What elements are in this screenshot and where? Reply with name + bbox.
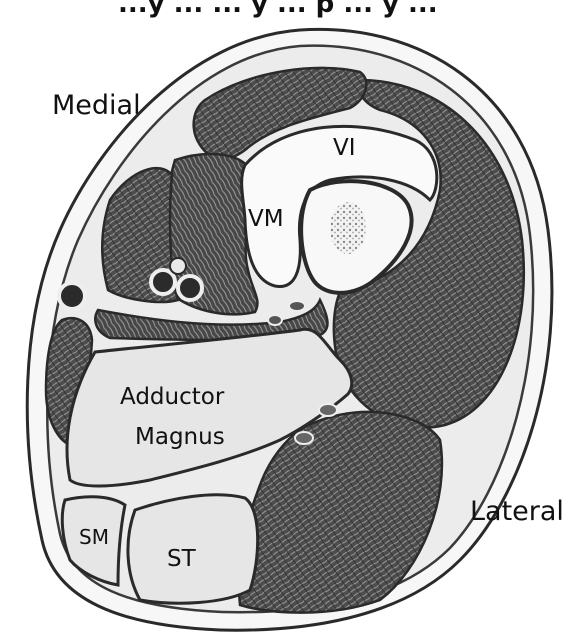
nerve-small-2 <box>289 301 305 311</box>
femur-marrow <box>330 202 366 254</box>
label-vm: VM <box>248 206 284 232</box>
label-vi: VI <box>333 135 356 161</box>
label-medial: Medial <box>52 90 141 121</box>
label-magnus: Magnus <box>135 424 225 450</box>
vessel-center-left <box>151 270 175 294</box>
nerve-small-3 <box>319 404 337 416</box>
vessel-center-right <box>178 276 202 300</box>
label-lateral: Lateral <box>470 496 564 527</box>
nerve-small-1 <box>268 315 282 325</box>
header-fragment: ...y ... ... y ... p ... y ... <box>118 0 438 19</box>
label-st: ST <box>167 546 197 572</box>
label-sm: SM <box>79 525 109 549</box>
vessel-center-top <box>170 258 186 274</box>
label-adductor: Adductor <box>120 384 225 410</box>
vessel-left <box>59 283 85 309</box>
nerve-small-4 <box>295 432 313 444</box>
